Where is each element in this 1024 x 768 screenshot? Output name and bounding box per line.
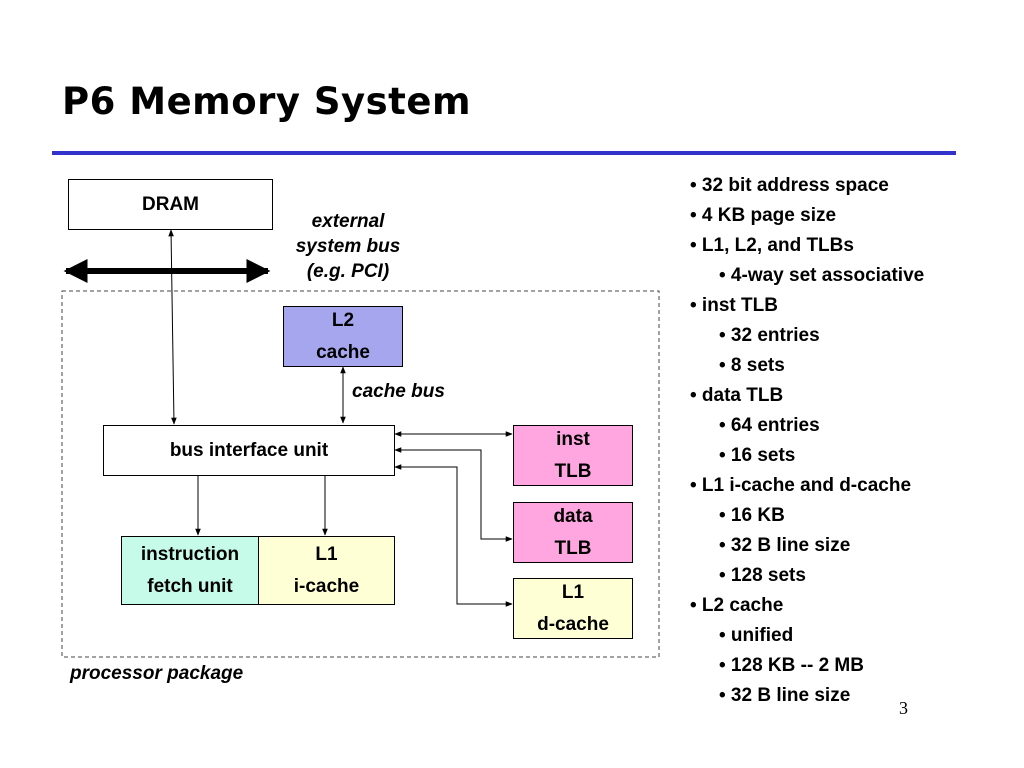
- l2-cache-line-1: L2: [331, 309, 355, 331]
- dram-box: DRAM: [68, 179, 273, 230]
- page-number: 3: [899, 698, 908, 718]
- external-bus-line-2: system bus: [295, 236, 401, 257]
- sub-bullet-item: • 16 KB: [719, 505, 785, 526]
- biu-data-tlb-connector: [394, 447, 513, 542]
- inst-tlb-box: inst TLB: [513, 425, 633, 486]
- biu-dcache-connector: [394, 464, 513, 607]
- bus-interface-unit-box: bus interface unit: [103, 425, 395, 476]
- inst-tlb-line-1: inst: [556, 428, 590, 450]
- title-rule: [52, 151, 956, 155]
- l1-icache-box: L1 i-cache: [258, 536, 395, 605]
- data-tlb-line-2: TLB: [554, 537, 592, 559]
- bullet-item: • L2 cache: [690, 595, 784, 616]
- l1-icache-line-1: L1: [315, 543, 338, 565]
- sub-bullet-item: • unified: [719, 625, 794, 646]
- instruction-fetch-unit-box: instruction fetch unit: [121, 536, 259, 605]
- sub-bullet-item: • 4-way set associative: [719, 265, 925, 286]
- sub-bullet-item: • 128 KB -- 2 MB: [719, 655, 864, 676]
- external-bus-line-3: (e.g. PCI): [306, 261, 390, 282]
- processor-package-label: processor package: [70, 663, 244, 684]
- sub-bullet-item: • 16 sets: [719, 445, 796, 466]
- l2-cache-line-2: cache: [316, 341, 370, 363]
- sub-bullet-item: • 32 B line size: [719, 685, 851, 706]
- dram-label: DRAM: [142, 193, 199, 215]
- external-bus-line-1: external: [311, 211, 385, 232]
- sub-bullet-item: • 8 sets: [719, 355, 785, 376]
- feature-bullet-list: • 32 bit address space • 4 KB page size • …: [690, 171, 924, 711]
- l2-cache-box: L2 cache: [283, 306, 403, 367]
- sub-bullet-item: • 32 B line size: [719, 535, 851, 556]
- bullet-item: • data TLB: [690, 385, 784, 406]
- cache-bus-label: cache bus: [352, 381, 445, 402]
- l1-dcache-line-2: d-cache: [537, 613, 609, 635]
- l1-dcache-box: L1 d-cache: [513, 578, 633, 639]
- data-tlb-box: data TLB: [513, 502, 633, 563]
- instruction-fetch-line-1: instruction: [140, 543, 240, 565]
- sub-bullet-item: • 64 entries: [719, 415, 820, 436]
- inst-tlb-line-2: TLB: [554, 460, 592, 482]
- bullet-item: • L1 i-cache and d-cache: [690, 475, 912, 496]
- data-tlb-line-1: data: [553, 505, 593, 527]
- l1-icache-line-2: i-cache: [293, 575, 360, 597]
- dram-biu-connector: [168, 229, 177, 425]
- bullet-item: • inst TLB: [690, 295, 778, 316]
- l1-dcache-line-1: L1: [561, 581, 585, 603]
- bullet-item: • 32 bit address space: [690, 175, 889, 196]
- bus-interface-unit-label: bus interface unit: [169, 439, 329, 461]
- sub-bullet-item: • 128 sets: [719, 565, 806, 586]
- processor-package-boundary: [61, 290, 660, 658]
- sub-bullet-item: • 32 entries: [719, 325, 820, 346]
- external-system-bus-label: external system bus (e.g. PCI): [278, 209, 418, 284]
- slide-title: P6 Memory System: [62, 80, 472, 123]
- bullet-item: • L1, L2, and TLBs: [690, 235, 854, 256]
- bullet-item: • 4 KB page size: [690, 205, 837, 226]
- instruction-fetch-line-2: fetch unit: [147, 575, 233, 597]
